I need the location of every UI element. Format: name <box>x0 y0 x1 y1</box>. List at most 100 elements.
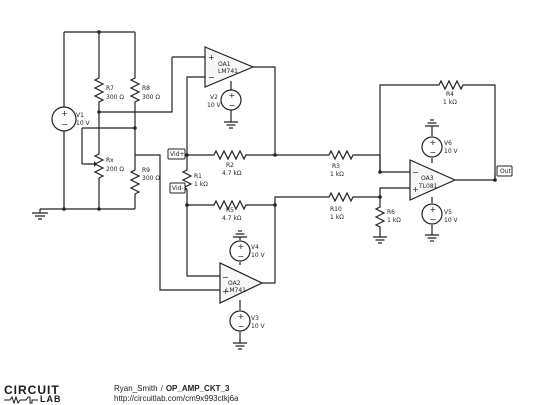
v6-plus-sign: + <box>430 138 437 147</box>
project-url[interactable]: http://circuitlab.com/cm9x993ctkj6a <box>114 394 239 403</box>
project-name[interactable]: OP_AMP_CKT_3 <box>165 384 230 393</box>
oa2-model: LM741 <box>226 287 246 294</box>
oa3-name: OA3 <box>421 175 434 182</box>
r7-name: R7 <box>106 85 114 92</box>
ground-v2-icon <box>224 121 238 129</box>
v5-name: V5 <box>444 209 452 216</box>
resistor-r7[interactable]: R7 300 Ω <box>93 74 124 106</box>
r2-name: R2 <box>226 162 234 169</box>
author-name[interactable]: Ryan_Smith <box>114 384 158 393</box>
r6-value: 1 kΩ <box>387 217 401 224</box>
resistor-r6[interactable]: R6 1 kΩ <box>374 205 401 230</box>
r3-value: 1 kΩ <box>330 171 344 178</box>
r8-value: 300 Ω <box>142 94 160 101</box>
v6-name: V6 <box>444 140 452 147</box>
v2-value: 10 V <box>207 102 222 109</box>
v4-plus-sign: + <box>238 242 245 251</box>
voltage-source-v5[interactable]: + − V5 10 V <box>421 203 459 225</box>
ground-v3-icon <box>233 342 247 350</box>
r6-name: R6 <box>387 209 395 216</box>
voltage-source-v2[interactable]: + − V2 10 V <box>207 89 242 111</box>
r9-value: 300 Ω <box>142 175 160 182</box>
credit-line: Ryan_Smith/OP_AMP_CKT_3 <box>114 384 229 393</box>
r5-value: 4.7 kΩ <box>222 215 242 222</box>
waveform-icon <box>4 396 38 404</box>
oa1-plus-pin: + <box>208 53 215 62</box>
resistor-r10[interactable]: R10 1 kΩ <box>325 191 355 221</box>
r9-name: R9 <box>142 167 150 174</box>
resistor-r4[interactable]: R4 1 kΩ <box>435 79 465 106</box>
oa3-plus-pin: + <box>412 185 419 194</box>
net-label-vid-minus[interactable]: Vid- <box>169 182 188 194</box>
oa2-minus-pin: − <box>222 273 229 282</box>
resistor-r8[interactable]: R8 300 Ω <box>129 74 160 106</box>
opamp-oa2[interactable]: − + OA2 LM741 <box>219 262 264 304</box>
logo-text-circuit: CIRCUIT <box>4 383 60 397</box>
resistor-r5[interactable]: R5 4.7 kΩ <box>210 199 250 222</box>
v4-minus-sign: − <box>238 252 245 261</box>
net-label-out[interactable]: Out <box>496 165 513 177</box>
resistor-r9[interactable]: R9 300 Ω <box>129 155 160 195</box>
voltage-source-v6[interactable]: + − V6 10 V <box>421 136 459 158</box>
junctions <box>62 30 497 211</box>
r3-name: R3 <box>332 163 340 170</box>
wires <box>39 31 496 343</box>
logo-text-lab: LAB <box>40 394 62 404</box>
voltage-source-v3[interactable]: + − V3 10 V <box>229 310 266 332</box>
r10-name: R10 <box>330 206 342 213</box>
ground-main-icon <box>32 212 48 220</box>
opamp-oa3[interactable]: − + OA3 TL081 <box>409 159 457 201</box>
vid-plus-text: Vid+ <box>170 151 184 158</box>
potentiometer-rx[interactable]: Rx 200 Ω <box>88 150 124 179</box>
resistor-r2[interactable]: R2 4.7 kΩ <box>210 149 250 177</box>
r1-name: R1 <box>194 173 202 180</box>
v5-minus-sign: − <box>430 215 437 224</box>
v1-minus-sign: − <box>62 120 69 129</box>
v1-value: 10 V <box>76 120 91 127</box>
v4-name: V4 <box>251 244 259 251</box>
oa3-model: TL081 <box>418 183 438 190</box>
out-text: Out <box>500 168 512 175</box>
vid-minus-text: Vid- <box>172 185 184 192</box>
v3-value: 10 V <box>251 323 266 330</box>
credit-separator: / <box>160 384 163 393</box>
voltage-source-v4[interactable]: + − V4 10 V <box>229 240 266 262</box>
r1-value: 1 kΩ <box>194 181 208 188</box>
rx-value: 200 Ω <box>106 166 124 173</box>
voltage-source-v1[interactable]: + − V1 10 V <box>51 106 91 132</box>
ground-r6-icon <box>373 236 387 244</box>
r7-value: 300 Ω <box>106 94 124 101</box>
oa3-minus-pin: − <box>412 168 419 177</box>
oa1-name: OA1 <box>218 61 231 68</box>
circuitlab-logo[interactable]: CIRCUIT LAB <box>4 383 94 404</box>
v2-name: V2 <box>210 94 218 101</box>
v5-plus-sign: + <box>430 205 437 214</box>
r2-value: 4.7 kΩ <box>222 170 242 177</box>
v1-plus-sign: + <box>61 109 68 118</box>
ground-v6-icon <box>425 119 439 127</box>
v6-minus-sign: − <box>430 148 437 157</box>
v6-value: 10 V <box>444 148 459 155</box>
oa1-minus-pin: − <box>208 73 215 82</box>
schematic: + − V1 10 V + − V2 10 V + − V4 10 V + − … <box>32 30 513 350</box>
oa2-name: OA2 <box>228 280 241 287</box>
r5-name: R5 <box>226 207 234 214</box>
r4-name: R4 <box>446 91 454 98</box>
resistor-r1[interactable]: R1 1 kΩ <box>181 168 208 192</box>
v4-value: 10 V <box>251 252 266 259</box>
ground-v5-icon <box>425 234 439 242</box>
v2-plus-sign: + <box>229 91 236 100</box>
r10-value: 1 kΩ <box>330 214 344 221</box>
r4-value: 1 kΩ <box>443 99 457 106</box>
footer-bar: CIRCUIT LAB Ryan_Smith/OP_AMP_CKT_3 http… <box>0 381 540 405</box>
rx-name: Rx <box>106 157 114 164</box>
ground-v4-icon <box>233 230 247 238</box>
r8-name: R8 <box>142 85 150 92</box>
opamp-oa1[interactable]: + − OA1 LM741 <box>204 46 255 88</box>
v1-name: V1 <box>76 112 84 119</box>
net-label-vid-plus[interactable]: Vid+ <box>167 148 188 160</box>
resistor-r3[interactable]: R3 1 kΩ <box>325 149 355 178</box>
v3-minus-sign: − <box>238 322 245 331</box>
oa2-plus-pin: + <box>222 287 229 296</box>
